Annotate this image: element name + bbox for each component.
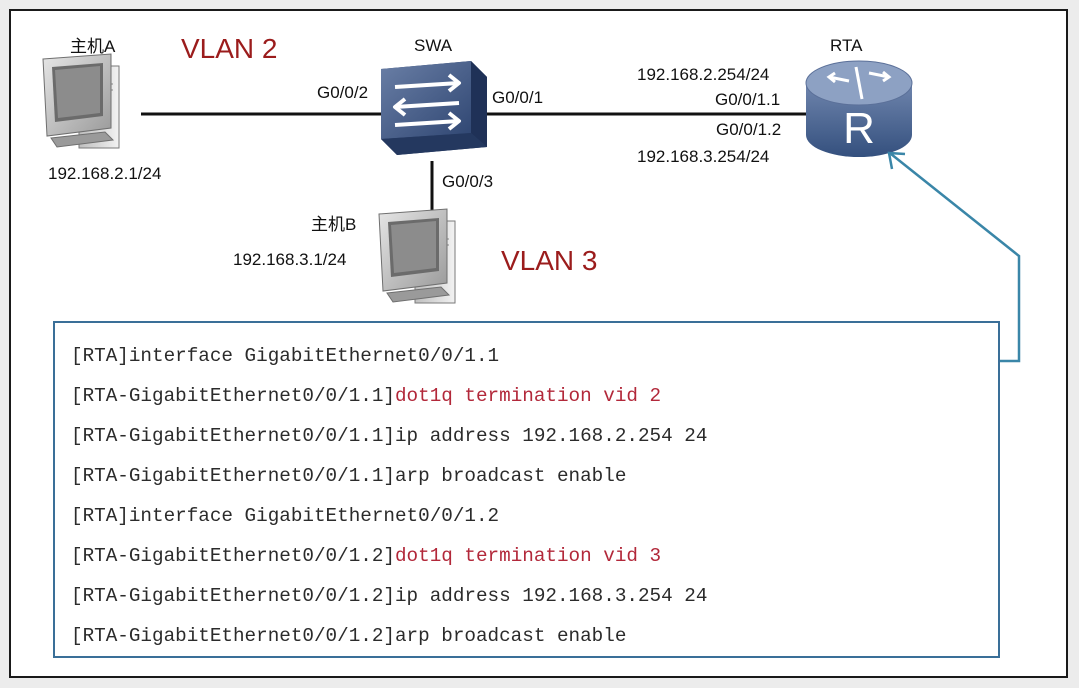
cli-line: [RTA]interface GigabitEthernet0/0/1.1: [71, 345, 500, 367]
router-subif1-ip: 192.168.2.254/24: [637, 65, 770, 84]
desktop-computer-icon: [378, 208, 456, 304]
host-b-name: 主机B: [311, 215, 357, 234]
switch-icon: [381, 61, 487, 155]
cli-line: [RTA-GigabitEthernet0/0/1.2]arp broadcas…: [71, 625, 627, 647]
pointer-arrow: [890, 153, 1021, 363]
cli-command: dot1q termination vid 2: [394, 385, 662, 407]
cli-line: [RTA-GigabitEthernet0/0/1.2]dot1q termin…: [71, 545, 662, 567]
host-a-name: 主机A: [70, 37, 116, 56]
cli-prompt: [RTA]interface GigabitEthernet0/0/1.2: [71, 505, 500, 527]
cli-line: [RTA]interface GigabitEthernet0/0/1.2: [71, 505, 500, 527]
router-subif2-port: G0/0/1.2: [716, 120, 782, 139]
port-g002: G0/0/2: [317, 83, 369, 102]
vlan2-label: VLAN 2: [181, 33, 278, 64]
router-icon: R: [805, 60, 913, 157]
diagram-frame: R 主机A 192.168.2.1/24 VLAN 2 SWA G0/0/2 G…: [9, 9, 1068, 678]
router-subif2-ip: 192.168.3.254/24: [637, 147, 770, 166]
router-subif1-port: G0/0/1.1: [715, 90, 781, 109]
cli-command: dot1q termination vid 3: [394, 545, 662, 567]
cli-prompt: [RTA]interface GigabitEthernet0/0/1.1: [71, 345, 500, 367]
cli-prompt: [RTA-GigabitEthernet0/0/1.2]: [71, 545, 395, 567]
vlan3-label: VLAN 3: [501, 245, 598, 276]
cli-line: [RTA-GigabitEthernet0/0/1.1]ip address 1…: [71, 425, 708, 447]
cli-prompt: [RTA-GigabitEthernet0/0/1.2]ip address 1…: [71, 585, 708, 607]
svg-text:R: R: [843, 104, 875, 153]
desktop-computer-icon: [42, 53, 120, 149]
cli-prompt: [RTA-GigabitEthernet0/0/1.1]arp broadcas…: [71, 465, 627, 487]
port-g001: G0/0/1: [492, 88, 544, 107]
cli-prompt: [RTA-GigabitEthernet0/0/1.2]arp broadcas…: [71, 625, 627, 647]
cli-config-box: [RTA]interface GigabitEthernet0/0/1.1 [R…: [53, 321, 1000, 658]
router-name: RTA: [830, 36, 863, 55]
host-b-ip: 192.168.3.1/24: [233, 250, 347, 269]
cli-prompt: [RTA-GigabitEthernet0/0/1.1]ip address 1…: [71, 425, 708, 447]
switch-name: SWA: [414, 36, 453, 55]
cli-prompt: [RTA-GigabitEthernet0/0/1.1]: [71, 385, 395, 407]
cli-line: [RTA-GigabitEthernet0/0/1.2]ip address 1…: [71, 585, 708, 607]
topology-canvas: R: [42, 53, 1021, 363]
cli-line: [RTA-GigabitEthernet0/0/1.1]dot1q termin…: [71, 385, 662, 407]
arrow-head: [887, 151, 906, 170]
host-a-ip: 192.168.2.1/24: [48, 164, 162, 183]
port-g003: G0/0/3: [442, 172, 494, 191]
cli-line: [RTA-GigabitEthernet0/0/1.1]arp broadcas…: [71, 465, 627, 487]
